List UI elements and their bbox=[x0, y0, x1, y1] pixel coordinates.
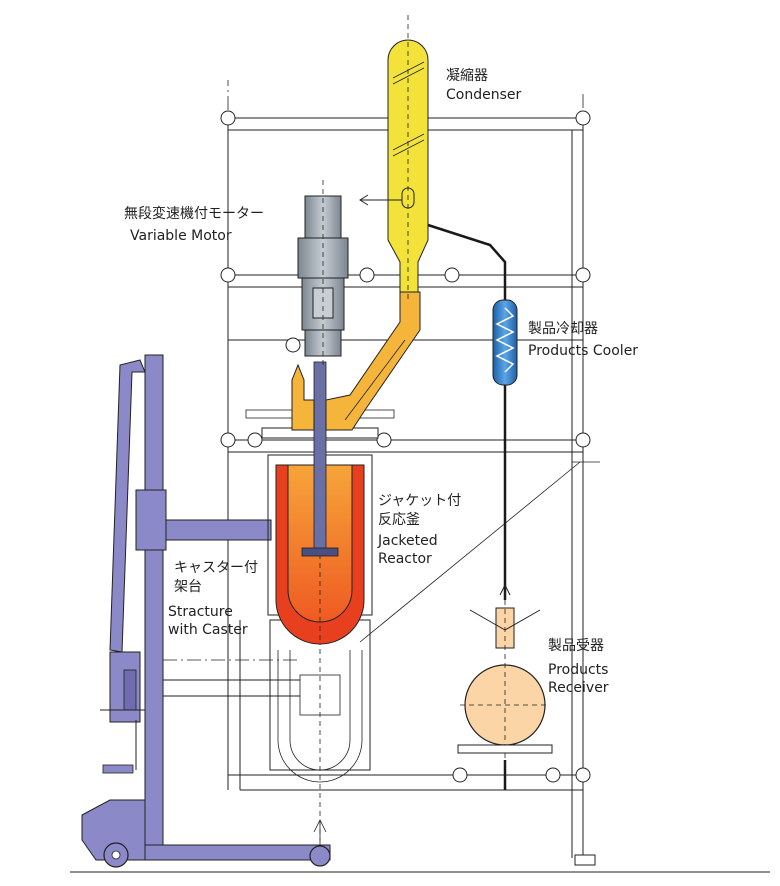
cooler-label-en: Products Cooler bbox=[528, 343, 638, 359]
reactor-label-en-1: Jacketed bbox=[377, 533, 438, 549]
caster-stand bbox=[81, 354, 331, 868]
receiver-label-en-1: Products bbox=[548, 662, 608, 678]
receiver-label-en-2: Receiver bbox=[548, 680, 609, 696]
frame-reference-circles bbox=[220, 110, 591, 783]
agitator bbox=[301, 361, 339, 557]
reactor-label-en-2: Reactor bbox=[378, 551, 432, 567]
reactor-lowered-outline bbox=[269, 619, 371, 845]
products-receiver bbox=[457, 600, 553, 770]
variable-motor bbox=[297, 180, 349, 365]
products-cooler bbox=[492, 299, 518, 386]
cooler-label-jp: 製品冷却器 bbox=[528, 321, 598, 337]
condenser-label-en: Condenser bbox=[446, 87, 521, 103]
structure-label-en-2: with Caster bbox=[168, 622, 248, 638]
product-line bbox=[427, 223, 511, 790]
receiver-label-jp: 製品受器 bbox=[548, 638, 604, 654]
floor-anchor bbox=[574, 854, 596, 866]
motor-label-jp: 無段変速機付モーター bbox=[124, 205, 264, 222]
structure-label-en-1: Stracture bbox=[168, 604, 233, 620]
reactor-label-jp-1: ジャケット付 bbox=[378, 493, 461, 509]
condenser bbox=[359, 15, 429, 300]
motor-label-en: Variable Motor bbox=[130, 228, 232, 244]
reactor-label-jp-2: 反応釜 bbox=[378, 512, 420, 528]
structure-label-jp-1: キャスター付 bbox=[174, 560, 258, 576]
labels: 凝縮器 Condenser 無段変速機付モーター Variable Motor … bbox=[124, 68, 638, 696]
structure-label-jp-2: 架台 bbox=[174, 579, 202, 595]
condenser-label-jp: 凝縮器 bbox=[446, 68, 488, 84]
